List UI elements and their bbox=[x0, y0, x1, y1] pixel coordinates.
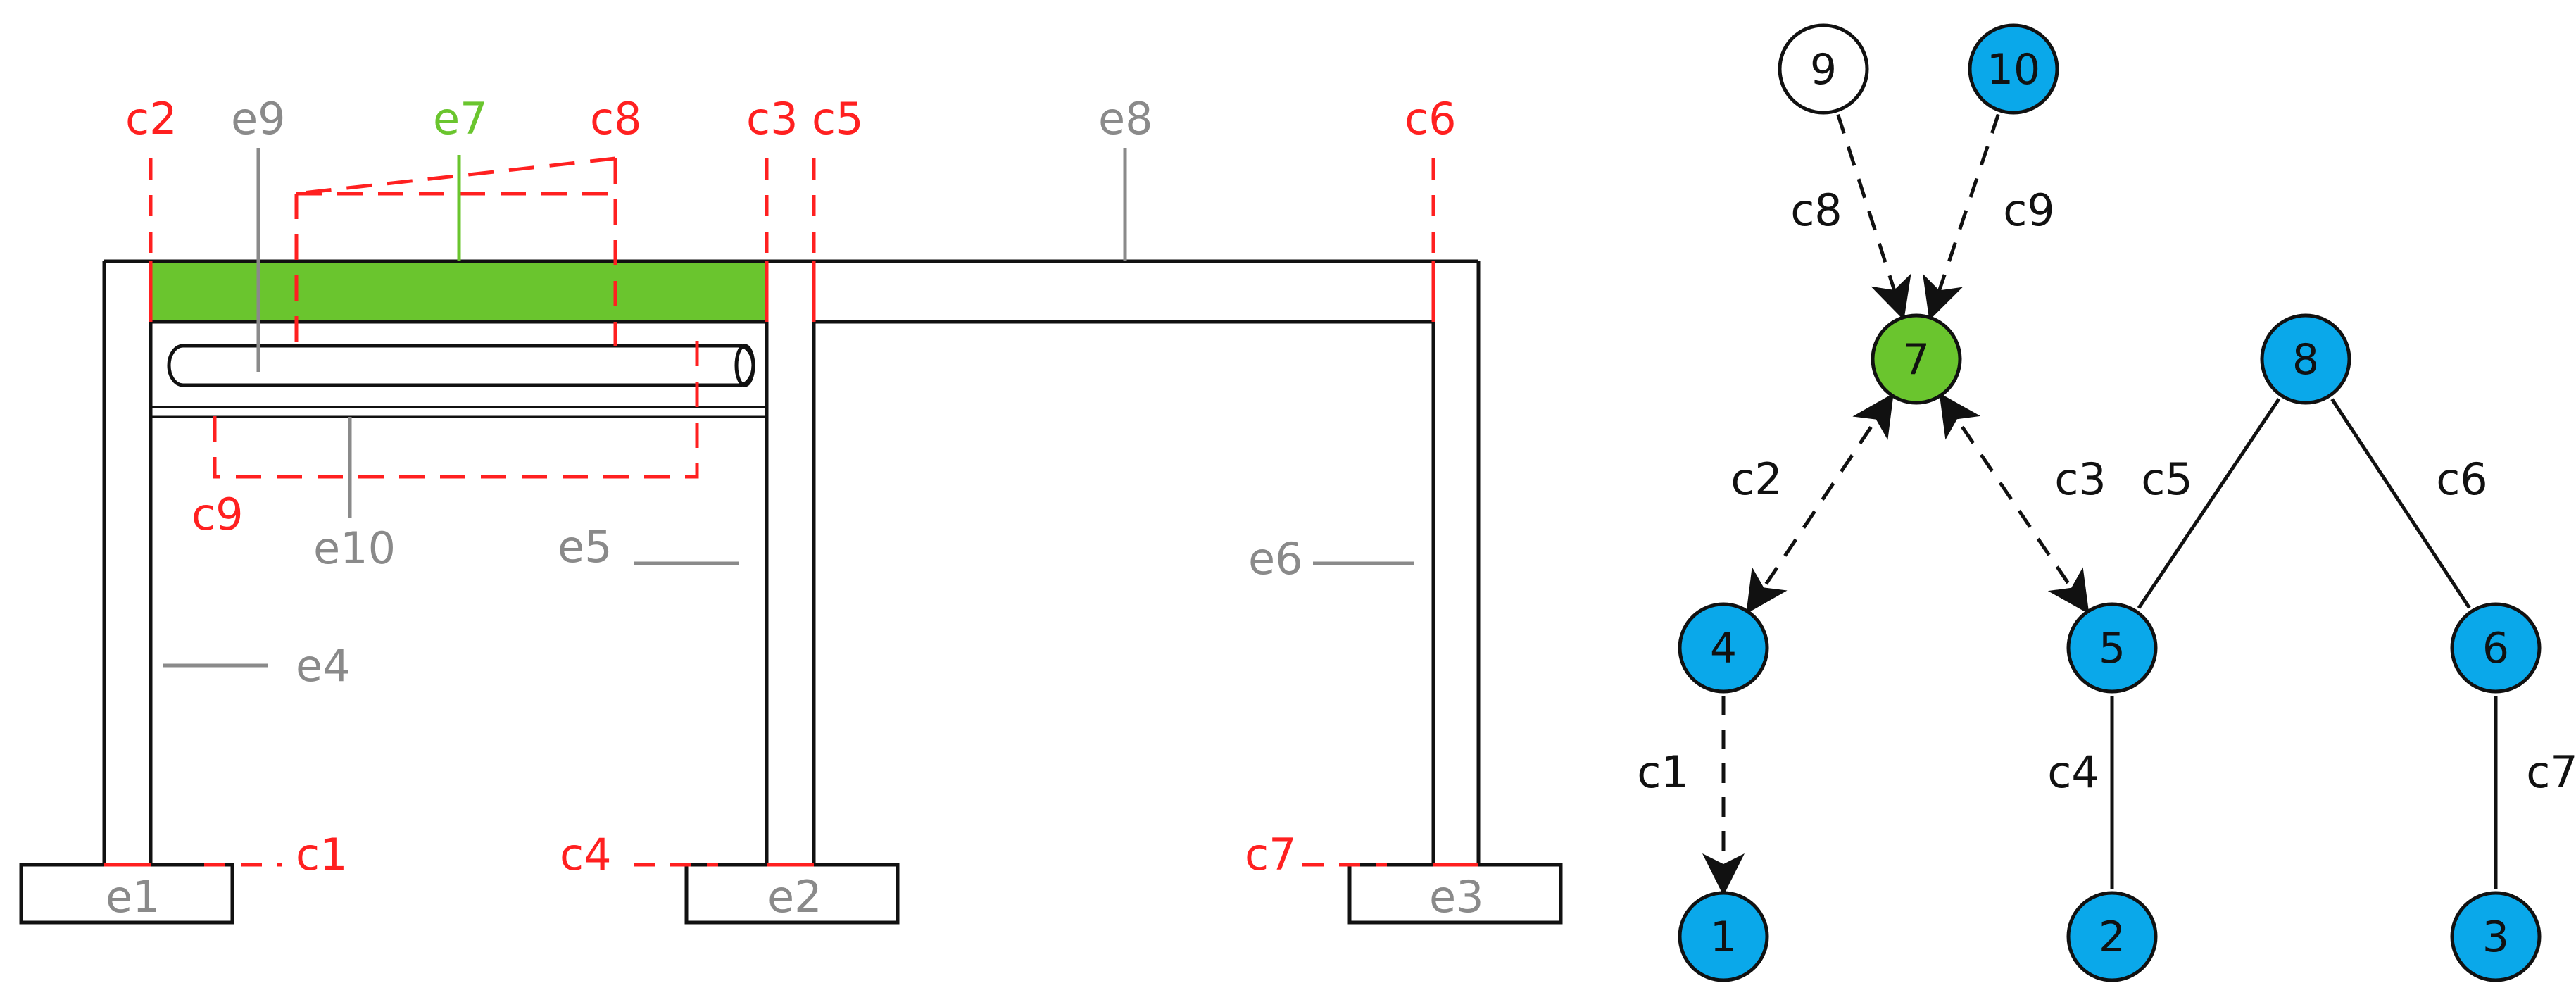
graph-node-5: 5 bbox=[2066, 602, 2158, 694]
label-e7: e7 bbox=[433, 93, 488, 144]
graph-edge-label-c5: c5 bbox=[2141, 454, 2193, 505]
label-e4: e4 bbox=[296, 640, 351, 692]
conn-c9-outline bbox=[213, 325, 699, 479]
graph-nodes: 1 2 3 4 5 6 7 8 9 10 bbox=[1678, 23, 2542, 982]
graph-node-label-6: 6 bbox=[2482, 624, 2509, 673]
pipe-e9-end bbox=[734, 344, 755, 387]
label-c1: c1 bbox=[296, 829, 348, 880]
label-e5: e5 bbox=[558, 521, 612, 573]
label-e1: e1 bbox=[106, 871, 161, 922]
label-e8: e8 bbox=[1098, 93, 1153, 144]
graph-node-circle-6 bbox=[2450, 602, 2542, 694]
conn-c8-outline bbox=[294, 156, 617, 346]
graph-node-circle-3 bbox=[2450, 891, 2542, 982]
graph-node-10: 10 bbox=[1968, 23, 2059, 115]
label-c7: c7 bbox=[1245, 829, 1297, 880]
graph-node-circle-4 bbox=[1678, 602, 1769, 694]
graph-node-label-9: 9 bbox=[1810, 45, 1837, 94]
frame-leaders bbox=[163, 148, 1414, 668]
label-e9: e9 bbox=[231, 93, 286, 144]
graph-node-circle-1 bbox=[1678, 891, 1769, 982]
graph-edge-label-c2: c2 bbox=[1730, 454, 1783, 505]
graph-node-label-5: 5 bbox=[2099, 624, 2125, 673]
graph-node-circle-2 bbox=[2066, 891, 2158, 982]
frame-structure bbox=[19, 259, 1563, 925]
graph-edge-c3 bbox=[1939, 393, 2090, 614]
label-c5: c5 bbox=[812, 93, 864, 144]
graph-node-label-10: 10 bbox=[1987, 45, 2040, 94]
graph-node-label-7: 7 bbox=[1903, 335, 1930, 384]
graph-node-circle-10 bbox=[1968, 23, 2059, 115]
graph-node-7: 7 bbox=[1871, 313, 1962, 405]
beam-e7 bbox=[151, 261, 767, 322]
graph-edge-label-c3: c3 bbox=[2054, 454, 2106, 505]
graph-node-label-3: 3 bbox=[2482, 913, 2509, 962]
graph-node-label-2: 2 bbox=[2099, 913, 2125, 962]
label-c9: c9 bbox=[191, 489, 244, 540]
graph-edge-c2 bbox=[1746, 393, 1894, 614]
label-c3: c3 bbox=[746, 93, 798, 144]
graph-node-circle-7 bbox=[1871, 313, 1962, 405]
graph-node-3: 3 bbox=[2450, 891, 2542, 982]
graph-node-2: 2 bbox=[2066, 891, 2158, 982]
graph-edges bbox=[1702, 113, 2498, 896]
label-e3: e3 bbox=[1429, 871, 1484, 922]
graph-node-8: 8 bbox=[2260, 313, 2351, 405]
graph-edge-c5 bbox=[2137, 398, 2281, 609]
graph-node-circle-8 bbox=[2260, 313, 2351, 405]
label-e6: e6 bbox=[1248, 533, 1303, 584]
graph-node-label-1: 1 bbox=[1710, 913, 1737, 962]
graph-node-circle-5 bbox=[2066, 602, 2158, 694]
graph-edge-label-c6: c6 bbox=[2436, 454, 2488, 505]
frame-labels: e1 e2 e3 e4 e5 e6 e7 e8 e9 e10 c1 c2 c3 … bbox=[106, 93, 1484, 922]
label-c4: c4 bbox=[560, 829, 612, 880]
graph-node-1: 1 bbox=[1678, 891, 1769, 982]
graph-edge-c8 bbox=[1836, 113, 1911, 320]
label-e2: e2 bbox=[767, 871, 822, 922]
label-c6: c6 bbox=[1405, 93, 1457, 144]
graph-edge-c9 bbox=[1923, 113, 2000, 321]
label-e10: e10 bbox=[313, 523, 396, 574]
graph-edge-label-c8: c8 bbox=[1790, 184, 1842, 236]
graph-node-4: 4 bbox=[1678, 602, 1769, 694]
graph-edge-label-c9: c9 bbox=[2003, 184, 2055, 236]
graph-node-6: 6 bbox=[2450, 602, 2542, 694]
graph-node-label-8: 8 bbox=[2292, 335, 2319, 384]
graph-edge-c6 bbox=[2330, 398, 2471, 609]
graph-node-circle-9 bbox=[1778, 23, 1869, 115]
graph-edge-label-c1: c1 bbox=[1637, 746, 1689, 798]
graph-node-label-4: 4 bbox=[1710, 624, 1737, 673]
label-c2: c2 bbox=[125, 93, 177, 144]
graph-edge-labels: c1 c2 c3 c4 c5 c6 c7 c8 c9 bbox=[1637, 184, 2576, 798]
graph-node-9: 9 bbox=[1778, 23, 1869, 115]
graph-edge-label-c4: c4 bbox=[2047, 746, 2099, 798]
label-c8: c8 bbox=[590, 93, 642, 144]
frame-connections bbox=[104, 156, 1478, 867]
graph-edge-label-c7: c7 bbox=[2526, 746, 2576, 798]
